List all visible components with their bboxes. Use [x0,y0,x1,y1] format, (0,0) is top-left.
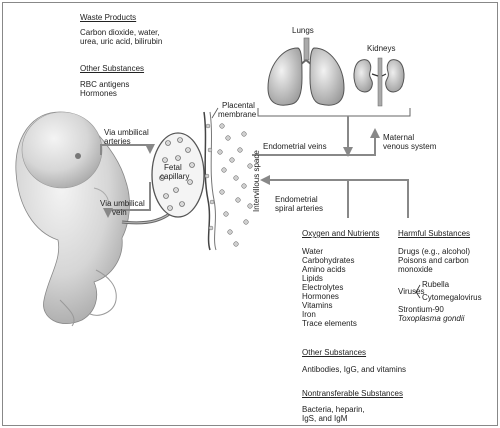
other-bottom-text: Antibodies, IgG, and vitamins [302,365,407,374]
kidneys-label: Kidneys [367,44,396,53]
oxygen-item: Iron [302,310,316,319]
viruses-label: Viruses [398,287,425,296]
oxygen-item: Water [302,247,324,256]
kidneys-illustration [353,57,405,107]
oxygen-item: Vitamins [302,301,333,310]
spiral-label-2: spiral arteries [275,204,324,213]
intervillous-label: Intervillous space [252,150,261,212]
oxygen-item: Trace elements [302,319,357,328]
umbilical-arteries-arrow [100,144,155,155]
oxygen-item: Electrolytes [302,283,344,292]
waste-heading: Waste Products [80,13,137,22]
strontium-label: Strontium-90 [398,305,444,314]
virus-brace [415,284,421,299]
via-vein-label-1: Via umbilical [100,199,145,208]
fetus-illustration [15,111,130,327]
oxygen-heading: Oxygen and Nutrients [302,229,380,238]
maternal-label-2: venous system [383,142,437,151]
other-top-line-2: Hormones [80,89,117,98]
nontransferable-line-1: Bacteria, heparin, [302,405,365,414]
via-vein-label-2: vein [112,208,127,217]
nontransferable-heading: Nontransferable Substances [302,389,403,398]
nontransferable-line-2: IgS, and IgM [302,414,348,423]
spiral-label-1: Endometrial [275,195,318,204]
oxygen-item: Carbohydrates [302,256,355,265]
intervillous-dots [217,123,253,247]
spiral-arteries-arrow [260,175,409,218]
fetal-capillary-cells [159,137,195,211]
harmful-heading: Harmful Substances [398,229,471,238]
lungs-illustration [267,37,345,106]
via-arteries-label-1: Via umbilical [104,128,149,137]
harmful-drugs-3: monoxide [398,265,433,274]
toxoplasma-label: Toxoplasma gondii [398,314,465,323]
endometrial-veins-label: Endometrial veins [263,142,327,151]
other-top-line-1: RBC antigens [80,80,130,89]
fetal-label-2: capillary [160,172,190,181]
waste-line-2: urea, uric acid, bilirubin [80,37,163,46]
fetal-label-1: Fetal [164,163,182,172]
oxygen-item: Lipids [302,274,323,283]
other-bottom-heading: Other Substances [302,348,367,357]
placental-label-2: membrane [218,110,257,119]
cytomegalovirus-label: Cytomegalovirus [422,293,482,302]
endometrial-veins-arrow [252,128,380,156]
maternal-label-1: Maternal [383,133,415,142]
placental-label-1: Placental [222,101,255,110]
waste-line-1: Carbon dioxide, water, [80,28,160,37]
umbilical-vein-arrow [103,182,151,218]
oxygen-item: Amino acids [302,265,346,274]
rubella-label: Rubella [422,280,450,289]
organs-bracket [257,108,411,117]
harmful-drugs-2: Poisons and carbon [398,256,469,265]
lungs-label: Lungs [292,26,314,35]
other-top-heading: Other Substances [80,64,145,73]
placental-membrane [203,111,211,251]
harmful-drugs-1: Drugs (e.g., alcohol) [398,247,471,256]
via-arteries-label-2: arteries [104,137,131,146]
fetus-eye [75,153,81,159]
oxygen-item: Hormones [302,292,339,301]
